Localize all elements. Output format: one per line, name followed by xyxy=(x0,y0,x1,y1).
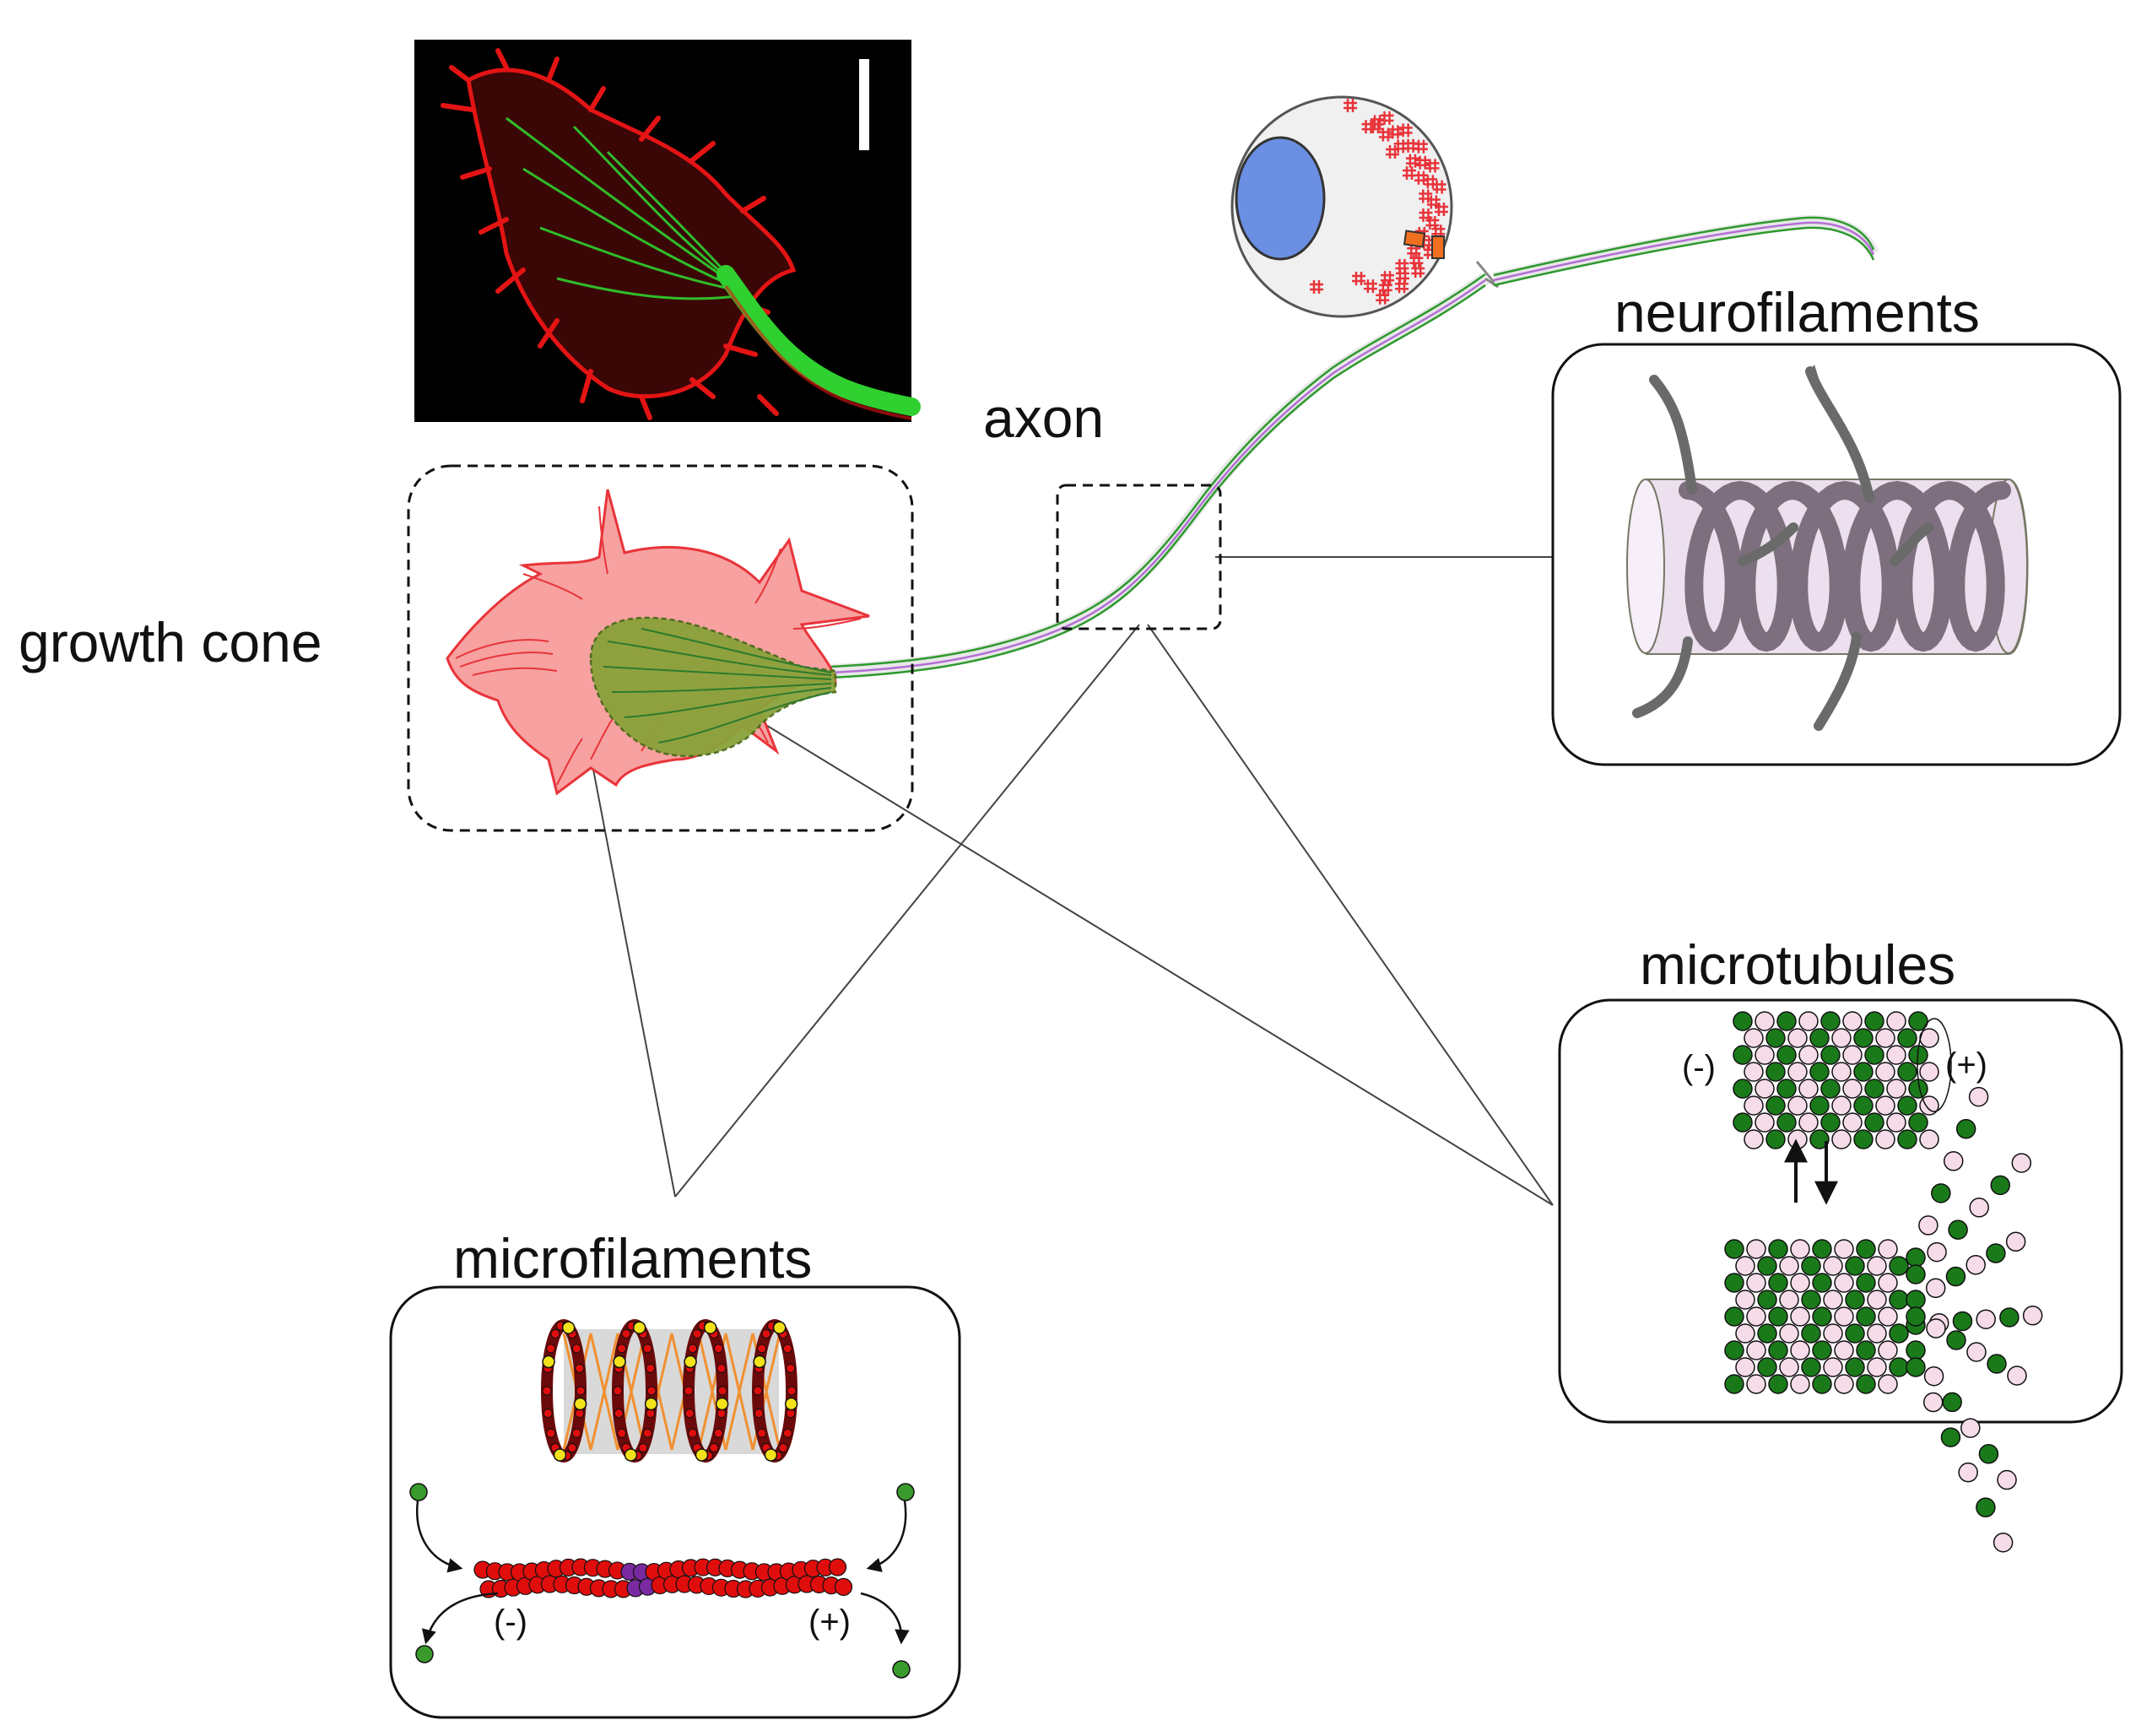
microtubule-minus-end: (-) xyxy=(1682,1049,1716,1086)
treadmilling-arrows xyxy=(415,1500,910,1645)
growth-cone-box xyxy=(407,464,914,832)
microfilament-plus-end: (+) xyxy=(808,1604,851,1641)
microtubule-depolymerizing xyxy=(1724,1086,2043,1553)
microfilament-minus-end: (-) xyxy=(494,1604,527,1641)
microtubule-intact xyxy=(1733,1011,1952,1149)
axon-detail-box xyxy=(1056,484,1222,630)
neuron-cell-body xyxy=(1230,95,1453,318)
connector-lines xyxy=(586,556,1554,1206)
nucleus xyxy=(1235,136,1326,261)
neurofilaments-label: neurofilaments xyxy=(1614,281,1980,343)
growth-cone-label: growth cone xyxy=(19,611,322,673)
fluorescence-micrograph xyxy=(414,40,921,422)
actin-filament-bundle xyxy=(541,1319,798,1463)
microfilaments-box xyxy=(389,1285,961,1719)
axon-shaft xyxy=(830,214,1879,679)
microtubule-plus-end: (+) xyxy=(1945,1046,1987,1084)
growth-cone-drawing xyxy=(446,489,870,796)
neurofilament-illustration xyxy=(1626,365,2029,731)
axon-label: axon xyxy=(983,387,1105,449)
actin-filament-strand xyxy=(473,1558,853,1598)
actin-monomers xyxy=(409,1483,915,1679)
microtubules-label: microtubules xyxy=(1640,933,1956,996)
microfilaments-label: microfilaments xyxy=(453,1227,813,1290)
polymerization-arrows xyxy=(1784,1138,1838,1205)
